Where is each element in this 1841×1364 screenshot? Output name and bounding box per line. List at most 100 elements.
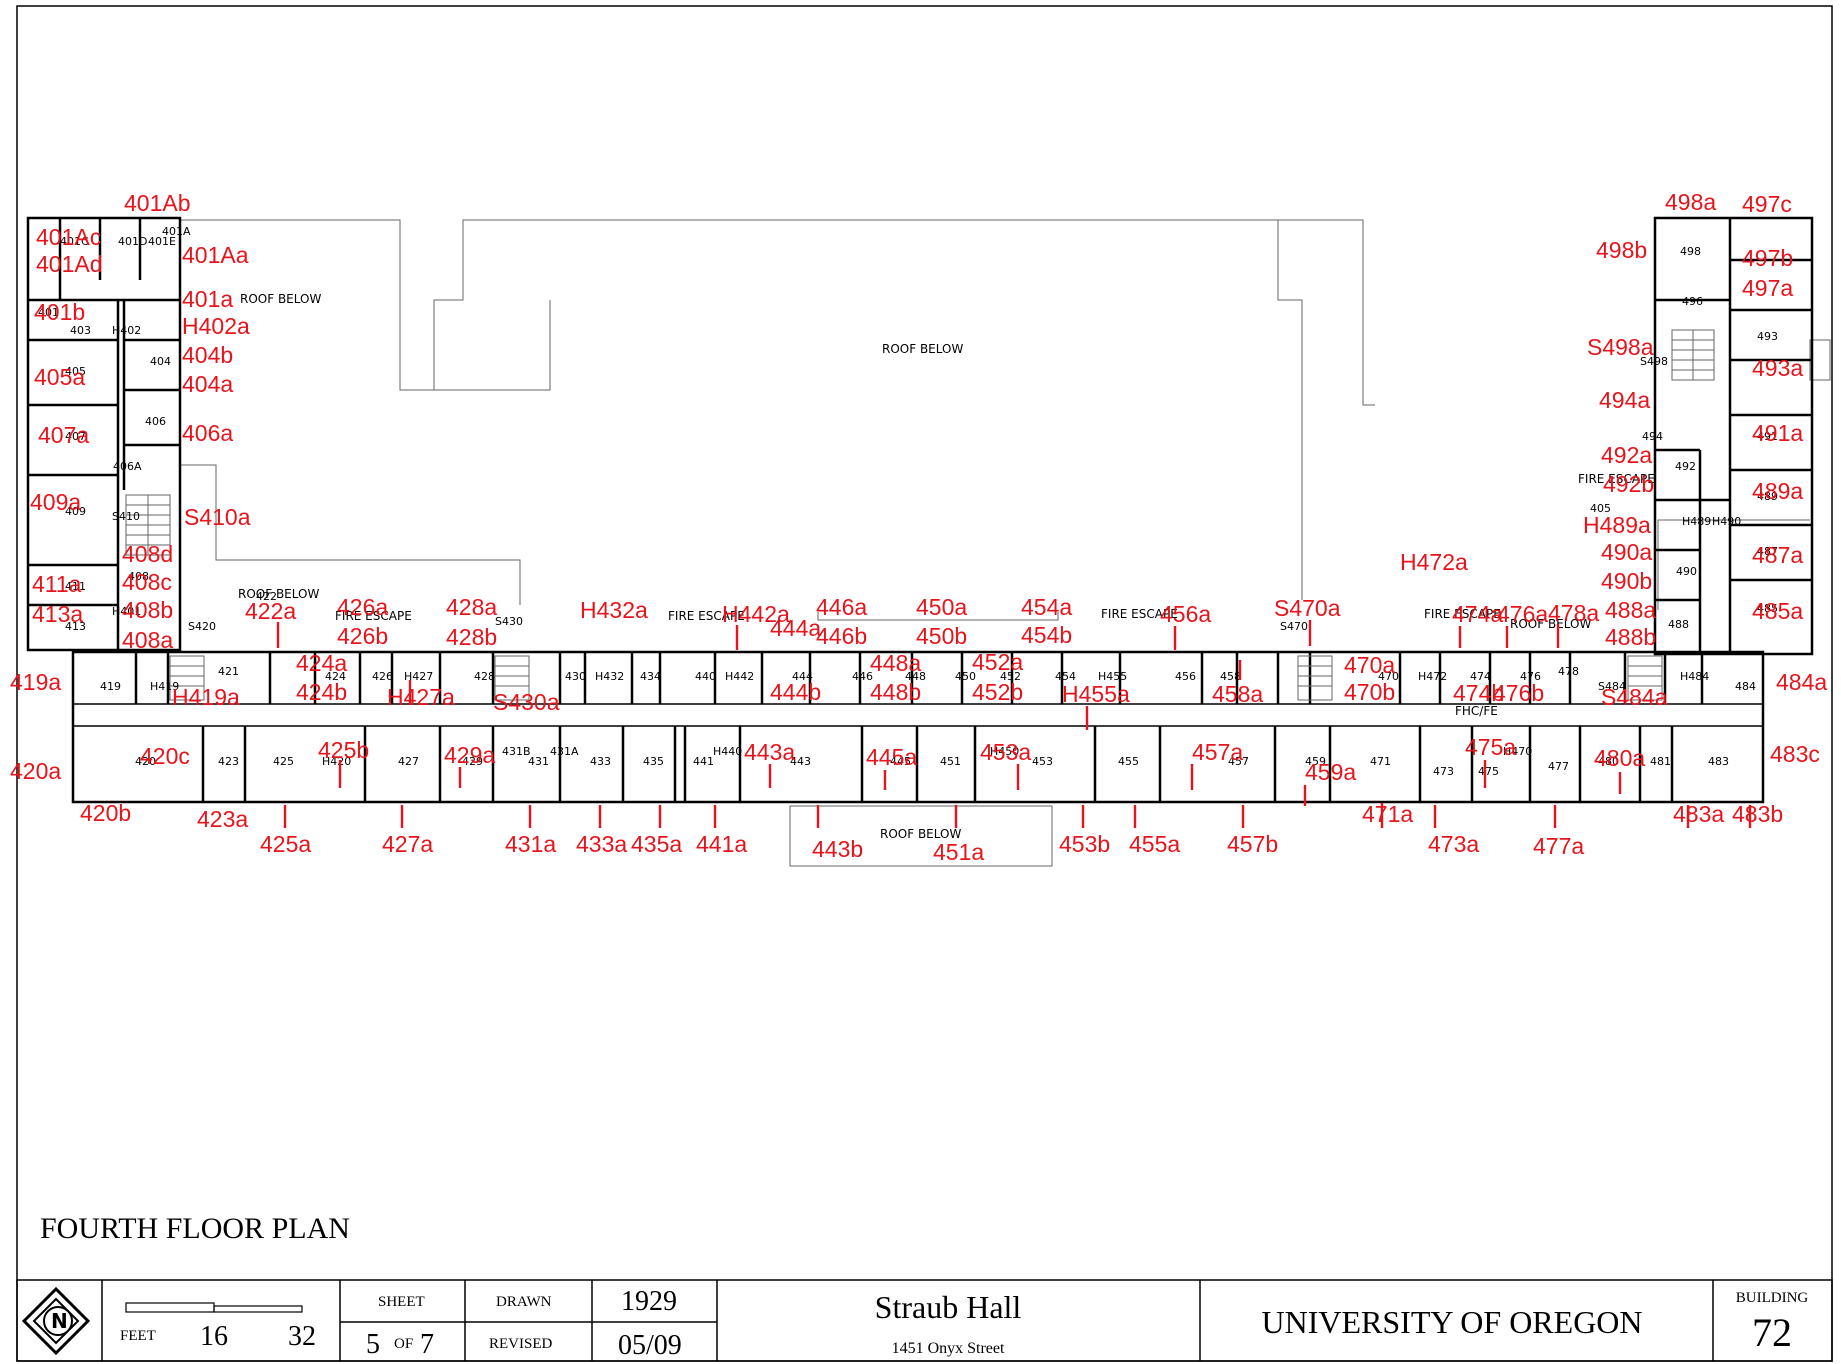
room-label: 440 (695, 670, 716, 683)
room-label: 423 (218, 755, 239, 768)
room-label: 456 (1175, 670, 1196, 683)
room-label: H402 (112, 324, 141, 337)
markup-label: 423a (197, 806, 248, 832)
north-arrow-icon: N (21, 1286, 91, 1356)
roof-outlines (180, 219, 1831, 867)
room-label: S498 (1640, 355, 1668, 368)
room-label: 419 (100, 680, 121, 693)
markup-label: 475a (1465, 734, 1516, 760)
room-numbers-north: 419 H419 421 422 424 426 H427 428 S430 4… (100, 590, 1756, 693)
markup-label: 454a (1021, 594, 1072, 620)
markup-label: 494a (1599, 387, 1650, 413)
markup-label: 470a (1344, 652, 1395, 678)
room-label: S420 (188, 620, 216, 633)
building-address: 1451 Onyx Street (892, 1340, 1005, 1357)
markup-label: 409a (30, 489, 81, 515)
room-label: 457 (1228, 755, 1249, 768)
room-label: 401E (148, 235, 176, 248)
room-label: H432 (595, 670, 624, 683)
room-label: 458 (1220, 670, 1241, 683)
markup-label: 459a (1305, 759, 1356, 785)
room-label: 498 (1680, 245, 1701, 258)
room-numbers-east: 498 496 493 S498 494 491 492 405 489 H48… (1590, 245, 1778, 631)
markup-label: 448b (870, 679, 921, 705)
room-label: 451 (940, 755, 961, 768)
room-label: 494 (1642, 430, 1663, 443)
roof-below-label-1: ROOF BELOW (240, 292, 321, 306)
room-label: 452 (1000, 670, 1021, 683)
markup-label: 401Ac (36, 224, 101, 250)
markup-label: 490a (1601, 539, 1652, 565)
room-label: 470 (1378, 670, 1399, 683)
main-bar (71, 650, 1765, 804)
east-wing (1653, 216, 1814, 656)
room-label: 434 (640, 670, 661, 683)
room-label: S470 (1280, 620, 1308, 633)
markup-label: 474b (1453, 680, 1504, 706)
room-label: 490 (1676, 565, 1697, 578)
markup-label: 450b (916, 623, 967, 649)
markup-label: 431a (505, 831, 556, 857)
room-label: 493 (1757, 330, 1778, 343)
markup-label: 443b (812, 836, 863, 862)
room-label: 471 (1370, 755, 1391, 768)
markup-label: 401b (34, 299, 85, 325)
room-label: 430 (565, 670, 586, 683)
room-label: 459 (1305, 755, 1326, 768)
markup-label: 433a (576, 831, 627, 857)
markup-label: 424a (296, 650, 347, 676)
room-label: 483 (1708, 755, 1729, 768)
markup-label: 446a (816, 594, 867, 620)
markup-label: 455a (1129, 831, 1180, 857)
markup-label: 428b (446, 624, 497, 650)
room-label: 403 (70, 324, 91, 337)
markup-label: 488b (1605, 624, 1656, 650)
markup-label: 457b (1227, 831, 1278, 857)
markup-label: 405a (34, 364, 85, 390)
markup-label: 497a (1742, 275, 1793, 301)
drawn-year: 1929 (621, 1286, 677, 1317)
room-label: 453 (1032, 755, 1053, 768)
room-label: 489 (1757, 490, 1778, 503)
markup-label: 444b (770, 679, 821, 705)
markup-label: S470a (1274, 595, 1341, 621)
markup-label: 498a (1665, 189, 1716, 215)
markup-label: 453b (1059, 831, 1110, 857)
markup-label: H419a (172, 684, 240, 710)
markup-label: 471a (1362, 801, 1413, 827)
markup-label: 490b (1601, 568, 1652, 594)
room-label: 411 (65, 580, 86, 593)
sheet-number: 5 (366, 1329, 380, 1360)
markup-label: 444a (770, 615, 821, 641)
markup-label: S430a (493, 689, 560, 715)
room-label: H442 (725, 670, 754, 683)
room-label: 431 (528, 755, 549, 768)
room-label: 404 (150, 355, 171, 368)
room-label: 426 (372, 670, 393, 683)
building-number: 72 (1752, 1310, 1792, 1355)
markup-label: 404a (182, 371, 233, 397)
markup-label: 408c (122, 569, 172, 595)
markup-label: 429a (444, 742, 495, 768)
markup-label: 483c (1770, 741, 1820, 767)
markup-label: 413a (32, 601, 83, 627)
markup-label: 474a (1452, 601, 1503, 627)
sheet-of-label: OF (394, 1336, 413, 1352)
markup-label: 428a (446, 594, 497, 620)
markup-label: 492a (1601, 442, 1652, 468)
room-label: 473 (1433, 765, 1454, 778)
revised-label: REVISED (489, 1336, 553, 1352)
markup-label: 476a (1497, 601, 1548, 627)
markup-label: 401Aa (182, 242, 249, 268)
building-label: BUILDING (1736, 1290, 1809, 1306)
markup-label: H432a (580, 597, 648, 623)
markup-label: 452b (972, 679, 1023, 705)
room-label: 431A (550, 745, 579, 758)
drawn-label: DRAWN (496, 1294, 552, 1310)
room-label: 446 (852, 670, 873, 683)
markup-label: 435a (631, 831, 682, 857)
west-wing (26, 216, 182, 652)
roof-below-label-4: ROOF BELOW (1510, 617, 1591, 631)
